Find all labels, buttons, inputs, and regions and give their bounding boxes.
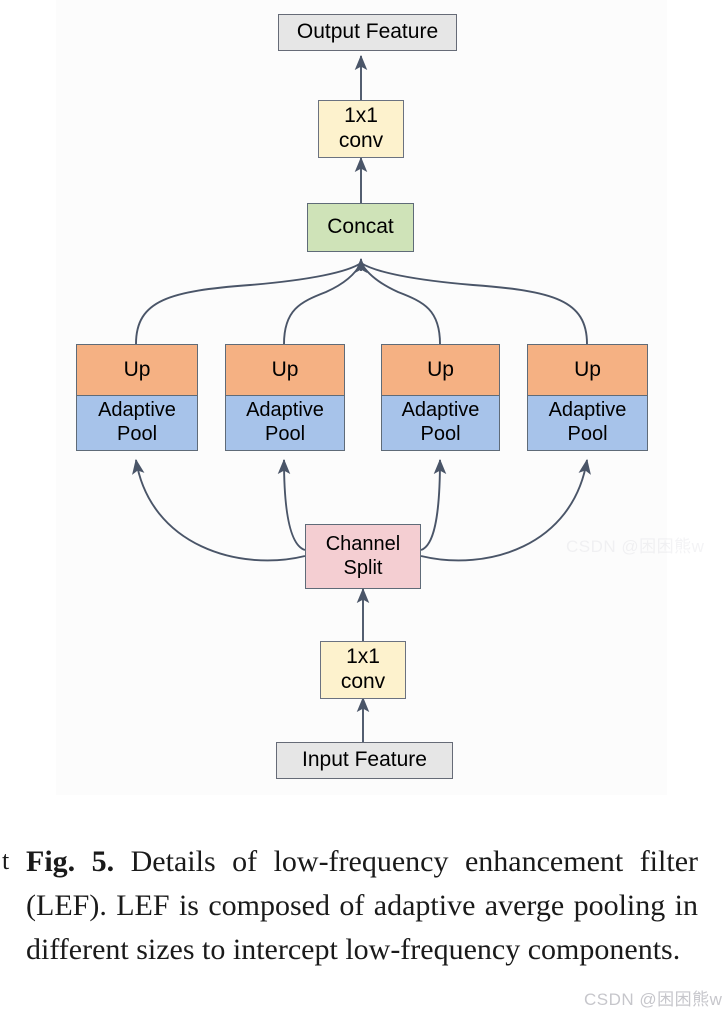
node-up-4[interactable]: Up (527, 344, 648, 396)
edge-split-to-pool3 (420, 458, 447, 551)
node-up-3[interactable]: Up (381, 344, 500, 396)
adjacent-column-fragment: t (2, 846, 10, 875)
edge-up2-to-concat (283, 262, 362, 345)
node-conv-top[interactable]: 1x1 conv (318, 100, 404, 158)
node-channel-split[interactable]: Channel Split (305, 524, 421, 589)
node-input-feature[interactable]: Input Feature (276, 742, 453, 779)
edge-split-to-pool2 (277, 458, 306, 551)
edge-up1-to-concat (135, 262, 362, 345)
figure-number-label: Fig. 5. (26, 845, 115, 878)
node-pool-3[interactable]: Adaptive Pool (381, 396, 500, 451)
diagram-connectors (132, 54, 591, 742)
node-concat[interactable]: Concat (307, 203, 414, 252)
csdn-watermark-bottom: CSDN @困困熊w (584, 990, 722, 1009)
edge-split-to-pool1 (132, 458, 306, 562)
node-conv-bottom[interactable]: 1x1 conv (320, 641, 406, 699)
edge-split-to-pool4 (420, 458, 591, 562)
edge-up4-to-concat (360, 262, 588, 345)
node-output-feature[interactable]: Output Feature (278, 14, 457, 51)
node-up-2[interactable]: Up (225, 344, 345, 396)
edge-up3-to-concat (360, 262, 441, 345)
figure-caption: Fig. 5. Details of low-frequency enhance… (26, 840, 698, 972)
node-pool-4[interactable]: Adaptive Pool (527, 396, 648, 451)
node-pool-2[interactable]: Adaptive Pool (225, 396, 345, 451)
figure-caption-text: Details of low-frequency enhancement fil… (26, 845, 698, 966)
node-up-1[interactable]: Up (76, 344, 198, 396)
node-pool-1[interactable]: Adaptive Pool (76, 396, 198, 451)
